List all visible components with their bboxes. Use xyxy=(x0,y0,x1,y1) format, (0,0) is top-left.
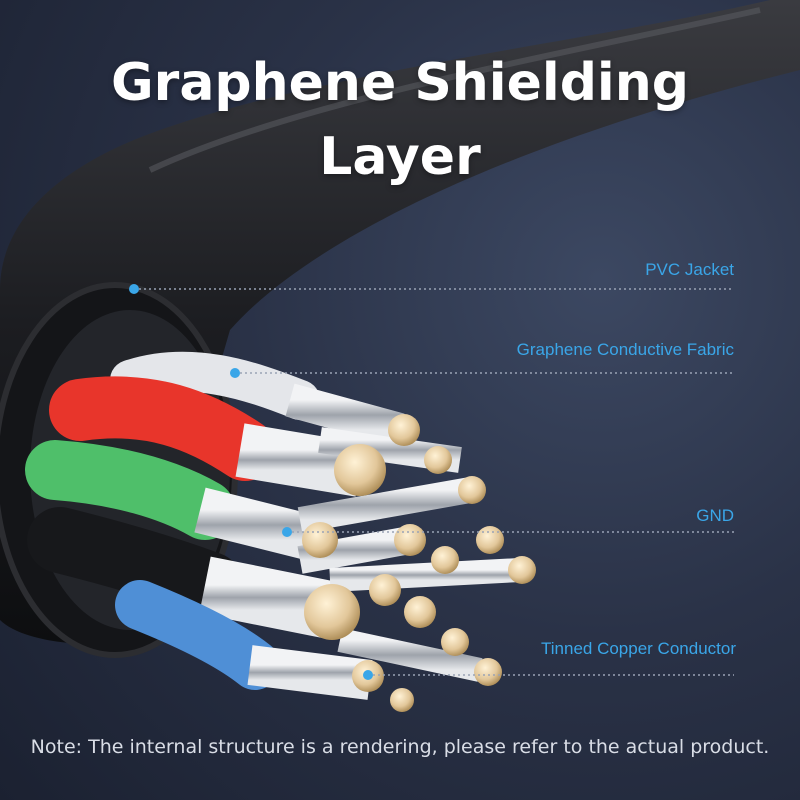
pvc-jacket-highlight xyxy=(148,7,761,173)
copper-conductor-marker xyxy=(363,670,373,680)
pvc-jacket-marker xyxy=(129,284,139,294)
callout-tinned-copper: Tinned Copper Conductor xyxy=(541,639,736,658)
blue-wire xyxy=(115,580,483,700)
copper-conductor-ends xyxy=(302,414,536,712)
pvc-jacket-body xyxy=(0,0,800,644)
green-wire xyxy=(25,440,473,563)
graphene-fabric-marker xyxy=(230,368,240,378)
disclaimer-note: Note: The internal structure is a render… xyxy=(30,736,770,758)
gnd-marker xyxy=(282,527,292,537)
callout-graphene-fabric: Graphene Conductive Fabric xyxy=(516,340,734,359)
headline-line-2: Layer xyxy=(319,127,481,187)
headline-line-1: Graphene Shielding xyxy=(111,53,689,113)
callout-pvc-jacket: PVC Jacket xyxy=(645,260,734,279)
callout-gnd: GND xyxy=(696,506,734,525)
white-wire xyxy=(110,351,405,447)
headline: Graphene Shielding Layer xyxy=(0,46,800,194)
callout-leader-lines xyxy=(134,288,734,676)
callout-markers xyxy=(129,284,373,680)
